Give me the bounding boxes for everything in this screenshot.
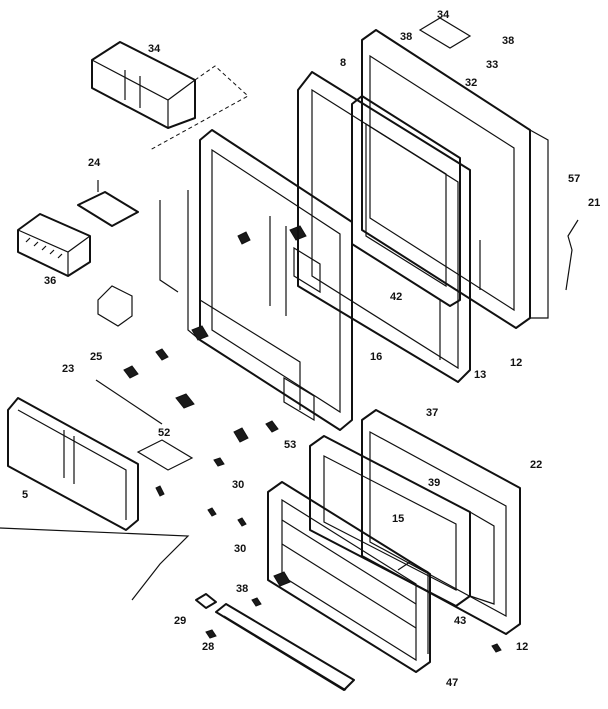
callout-label: 24 [88, 157, 101, 169]
callout-label: 28 [202, 641, 214, 653]
food-door-part [297, 17, 579, 383]
callout-labels: 34 34 38 38 33 32 8 57 21 24 36 42 16 12 13 23 25 52 53 37 2… [22, 9, 600, 689]
callout-label: 16 [370, 351, 382, 363]
callout-label: 12 [510, 357, 522, 369]
callout-label: 43 [454, 615, 466, 627]
callout-label: 15 [392, 513, 404, 525]
callout-label: 52 [158, 427, 170, 439]
callout-label: 34 [437, 9, 450, 21]
callout-label: 32 [465, 77, 477, 89]
callout-label: 34 [148, 43, 161, 55]
hardware-parts [95, 285, 279, 527]
callout-label: 8 [340, 57, 346, 69]
callout-label: 38 [236, 583, 248, 595]
callout-label: 39 [428, 477, 440, 489]
callout-label: 13 [474, 369, 486, 381]
callout-label: 47 [446, 677, 458, 689]
callout-label: 36 [44, 275, 56, 287]
callout-label: 23 [62, 363, 74, 375]
callout-label: 37 [426, 407, 438, 419]
freezer-door-part [309, 409, 521, 635]
callout-label: 25 [90, 351, 102, 363]
bin-part [17, 213, 91, 277]
callout-label: 53 [284, 439, 296, 451]
lower-front-panel-part [0, 397, 190, 601]
callout-label: 22 [530, 459, 542, 471]
callout-label: 12 [516, 641, 528, 653]
callout-label: 38 [502, 35, 514, 47]
callout-label: 30 [232, 479, 244, 491]
callout-label: 29 [174, 615, 186, 627]
callout-label: 57 [568, 173, 580, 185]
top-cover-part [91, 41, 249, 151]
callout-label: 33 [486, 59, 498, 71]
callout-label: 5 [22, 489, 28, 501]
food-liner-part [159, 129, 353, 431]
grille-part [195, 593, 502, 691]
callout-label: 30 [234, 543, 246, 555]
callout-label: 21 [588, 197, 600, 209]
callout-label: 38 [400, 31, 412, 43]
callout-label: 42 [390, 291, 402, 303]
shelf-part [77, 180, 139, 227]
freezer-liner-part [267, 481, 431, 673]
